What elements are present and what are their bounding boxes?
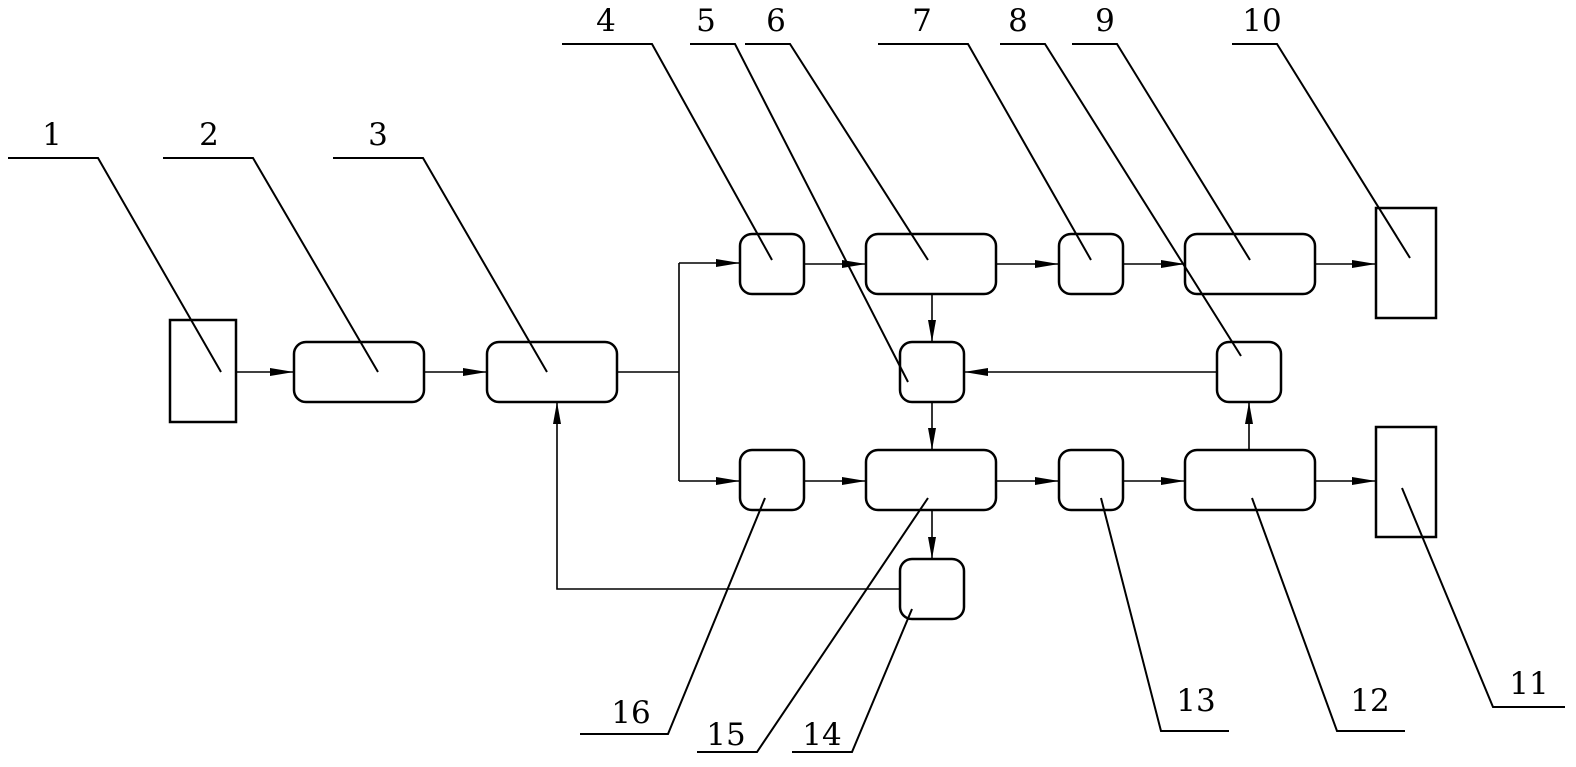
wire-14-3-feedback bbox=[556, 402, 900, 590]
arrowhead-into-14 bbox=[928, 537, 936, 559]
ref-label-12: 12 bbox=[1350, 683, 1389, 719]
arrowhead-into-3-bottom bbox=[553, 402, 561, 424]
leader-3 bbox=[333, 157, 548, 373]
leader-16 bbox=[580, 497, 766, 735]
leader-4 bbox=[562, 43, 773, 261]
ref-label-2: 2 bbox=[199, 117, 219, 153]
block-11 bbox=[1374, 425, 1438, 539]
ref-label-7: 7 bbox=[912, 3, 932, 39]
block-2 bbox=[292, 340, 426, 404]
arrowhead-into-13 bbox=[1035, 477, 1059, 485]
ref-label-8: 8 bbox=[1008, 3, 1028, 39]
block-8 bbox=[1215, 340, 1283, 404]
block-15 bbox=[864, 448, 998, 512]
arrowhead-into-5-right bbox=[964, 368, 988, 376]
block-6 bbox=[864, 232, 998, 296]
leader-9 bbox=[1072, 43, 1251, 261]
leader-14 bbox=[792, 608, 913, 753]
arrowhead-into-4 bbox=[716, 259, 740, 267]
leader-5 bbox=[690, 43, 909, 383]
block-10 bbox=[1374, 206, 1438, 320]
leader-10 bbox=[1232, 43, 1411, 259]
block-9 bbox=[1183, 232, 1317, 296]
ref-label-4: 4 bbox=[596, 3, 616, 39]
ref-label-10: 10 bbox=[1242, 3, 1281, 39]
ref-label-16: 16 bbox=[611, 695, 650, 731]
arrowhead-into-9 bbox=[1161, 260, 1185, 268]
arrowhead-into-2 bbox=[270, 368, 294, 376]
ref-label-5: 5 bbox=[696, 3, 716, 39]
arrowhead-into-8 bbox=[1245, 402, 1253, 424]
ref-label-9: 9 bbox=[1095, 3, 1115, 39]
block-7 bbox=[1057, 232, 1125, 296]
ref-label-15: 15 bbox=[706, 717, 745, 753]
leader-13 bbox=[1100, 497, 1229, 732]
arrowhead-into-7 bbox=[1035, 260, 1059, 268]
leader-1 bbox=[8, 157, 222, 373]
ref-label-11: 11 bbox=[1509, 666, 1548, 702]
leader-8 bbox=[1000, 43, 1242, 357]
ref-label-13: 13 bbox=[1176, 683, 1215, 719]
block-1 bbox=[168, 318, 238, 424]
leader-2 bbox=[163, 157, 379, 373]
arrowhead-into-12 bbox=[1161, 477, 1185, 485]
leader-6 bbox=[745, 43, 929, 261]
leader-12 bbox=[1251, 497, 1405, 732]
arrowhead-into-15-left bbox=[842, 477, 866, 485]
ref-label-1: 1 bbox=[42, 117, 62, 153]
ref-label-3: 3 bbox=[368, 117, 388, 153]
arrowhead-into-11 bbox=[1352, 477, 1376, 485]
arrowhead-into-16 bbox=[716, 477, 740, 485]
block-14 bbox=[898, 557, 966, 621]
wire-3-split bbox=[617, 262, 740, 482]
arrowhead-into-15-top bbox=[928, 428, 936, 450]
arrowhead-into-5-top bbox=[928, 320, 936, 342]
block-16 bbox=[738, 448, 806, 512]
arrowhead-into-3 bbox=[463, 368, 487, 376]
block-4 bbox=[738, 232, 806, 296]
leader-7 bbox=[878, 43, 1092, 261]
ref-label-6: 6 bbox=[766, 3, 786, 39]
ref-label-14: 14 bbox=[802, 717, 841, 753]
block-13 bbox=[1057, 448, 1125, 512]
leader-11 bbox=[1401, 487, 1565, 708]
block-3 bbox=[485, 340, 619, 404]
leader-15 bbox=[697, 497, 929, 753]
arrowhead-into-10 bbox=[1352, 260, 1376, 268]
block-12 bbox=[1183, 448, 1317, 512]
block-5 bbox=[898, 340, 966, 404]
